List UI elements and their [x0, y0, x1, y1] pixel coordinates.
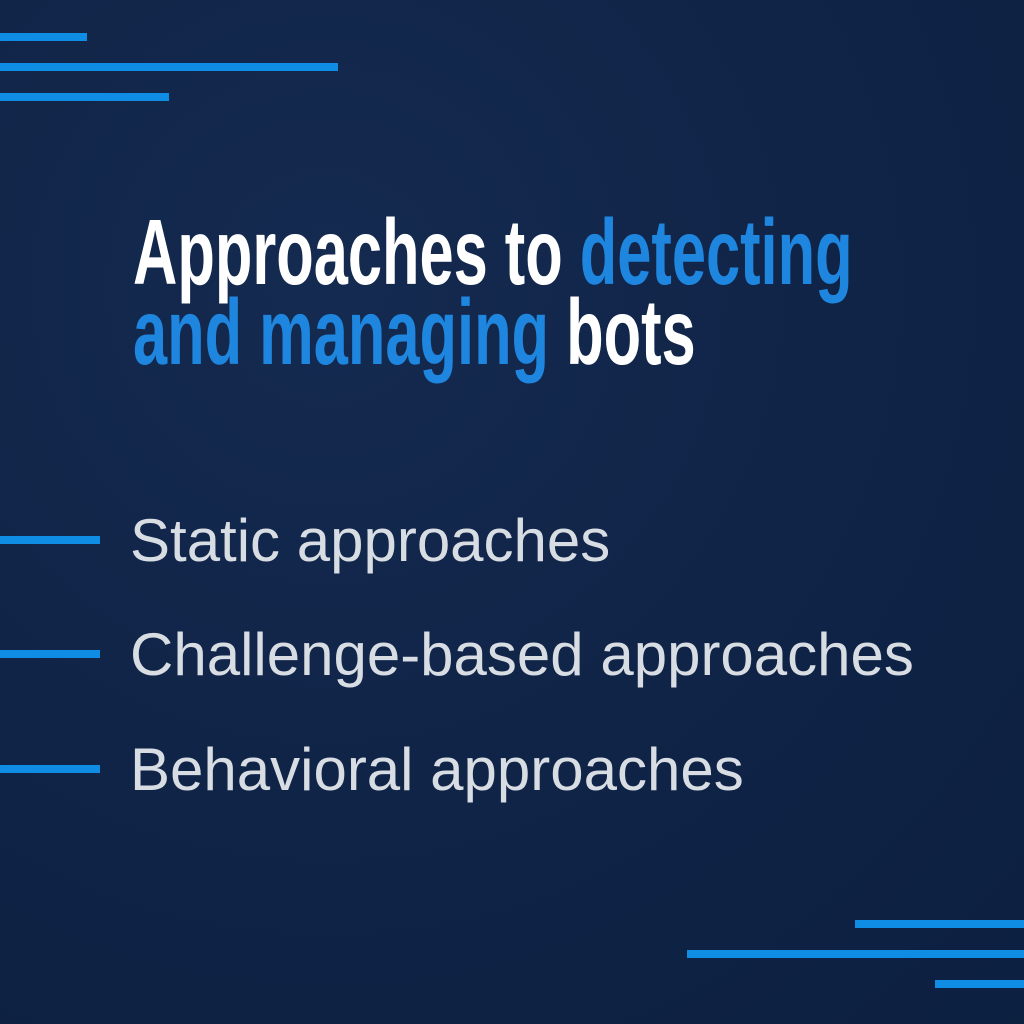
list-item-label: Behavioral approaches [130, 735, 744, 803]
title-segment-and-managing: and managing [133, 280, 567, 384]
decor-line-top-long [0, 63, 338, 71]
decor-line-top-short [0, 33, 87, 41]
decor-line-bottom-medium [855, 920, 1024, 928]
list-item-marker-line [0, 765, 100, 773]
decor-line-bottom-short [935, 980, 1024, 988]
title-line-2: and managing bots [133, 286, 853, 379]
title-segment-approaches-to: Approaches to [133, 200, 580, 304]
title-segment-bots: bots [566, 280, 696, 384]
list-item-label: Static approaches [130, 506, 611, 574]
list-item-marker-line [0, 650, 100, 658]
list-item-behavioral: Behavioral approaches [0, 734, 1024, 804]
decor-line-top-medium [0, 93, 169, 101]
title-segment-detecting: detecting [579, 200, 853, 304]
list-item-static: Static approaches [0, 505, 1024, 575]
list-item-marker-line [0, 536, 100, 544]
list-item-challenge-based: Challenge-based approaches [0, 619, 1024, 689]
slide-title: Approaches to detecting and managing bot… [133, 206, 853, 379]
decor-line-bottom-long [687, 950, 1024, 958]
title-line-1: Approaches to detecting [133, 206, 853, 299]
list-item-label: Challenge-based approaches [130, 620, 914, 688]
